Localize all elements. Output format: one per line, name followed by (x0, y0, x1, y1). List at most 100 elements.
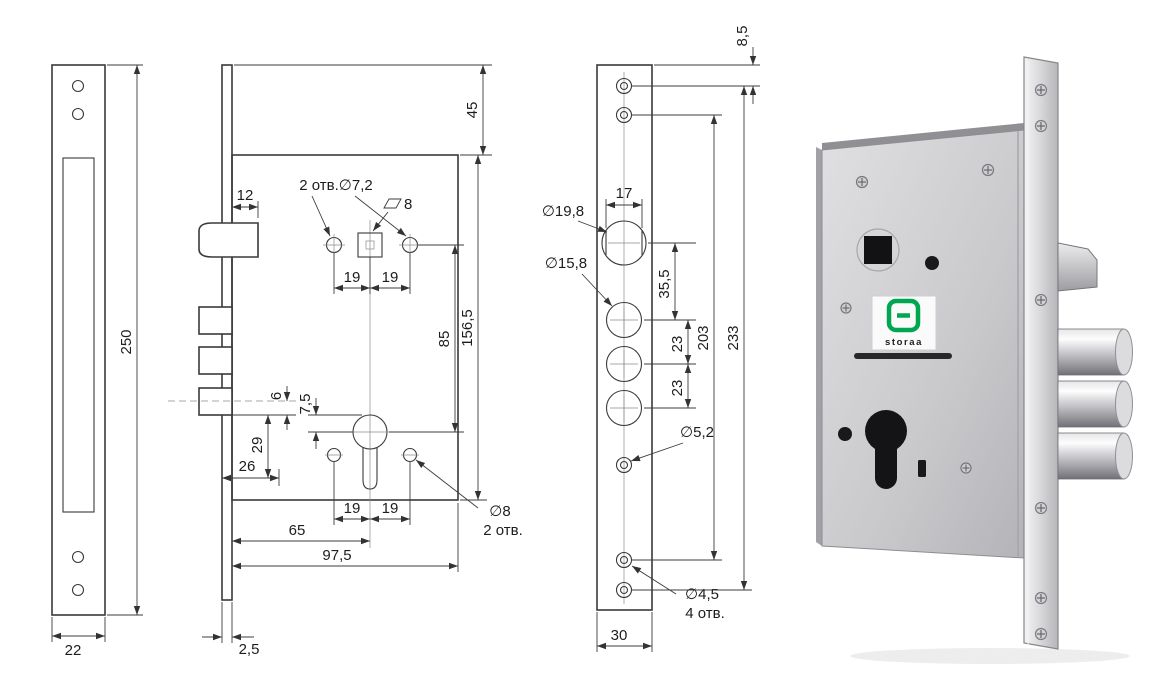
dim-top-pitch: 19 19 (333, 253, 411, 294)
hole-note-label: 4 отв. (685, 605, 725, 622)
photo-latch-bolt (1057, 242, 1098, 292)
dim-label: 19 (344, 500, 361, 517)
deadbolt-end (1115, 328, 1133, 376)
dim-bolt-pitch: 23 23 (644, 320, 696, 409)
deadbolt (198, 346, 233, 375)
deadbolt-cylinder (1057, 328, 1125, 376)
strike-screw-hole (71, 550, 85, 564)
dim-label: 12 (237, 187, 254, 204)
photo-faceplate (1023, 56, 1059, 650)
dim-label: 29 (249, 437, 266, 454)
dim-label: 23 (669, 380, 686, 397)
dim-latch-depth: 12 (231, 187, 259, 218)
bolt-hole (605, 345, 643, 383)
dim-label: 19 (382, 500, 399, 517)
dim-case-height: 156,5 (459, 155, 487, 501)
strike-slot (62, 157, 95, 513)
dim-label: 156,5 (459, 309, 476, 347)
body-slot-hole (918, 460, 926, 477)
dim-label: 22 (65, 642, 82, 659)
spindle-hole (864, 236, 892, 264)
faceplate-screws (1034, 83, 1048, 641)
note-bolt-hole-dia: ∅15,8 (545, 255, 613, 307)
dim-cylinder-offset: 7,5 (297, 394, 362, 449)
hole-note-label: ∅4,5 (685, 586, 719, 603)
dim-label: 65 (289, 522, 306, 539)
key-slot (854, 353, 952, 359)
dim-label: 8 (404, 196, 412, 213)
hole-note-label: ∅19,8 (542, 203, 584, 220)
dim-label: 23 (669, 336, 686, 353)
dim-label: 19 (344, 269, 361, 286)
dim-latch-to-bolt: 35,5 (644, 242, 696, 321)
screw-hole (615, 551, 633, 569)
body-top-face (822, 123, 1024, 150)
deadbolt-cylinder (1057, 380, 1125, 428)
dim-bolt-to-ref: 29 (249, 415, 272, 478)
badge-label (871, 295, 937, 351)
deadbolt-cylinder (1057, 432, 1125, 480)
latch-bolt (198, 222, 259, 258)
dim-top-offset: 45 (234, 64, 492, 156)
brand-badge: storaa (871, 295, 937, 351)
body-left-face (816, 147, 822, 546)
screw-hole (615, 581, 633, 599)
dim-label: 7,5 (297, 394, 314, 415)
note-screw-hole-dia: ∅5,2 (630, 424, 714, 462)
faceplate-front-view: 17 ∅19,8 ∅15,8 35,5 23 23 (542, 26, 760, 652)
dim-label: 85 (436, 331, 453, 348)
dim-backset: 65 (231, 505, 370, 547)
hole-note-label: ∅8 (489, 503, 510, 520)
deadbolt-end (1115, 380, 1133, 428)
dim-throw-depth: 26 (222, 458, 280, 486)
dim-hole-pitch: 233 (632, 85, 760, 591)
dim-edge-offset: 8,5 (654, 26, 760, 104)
dim-label: 17 (616, 185, 633, 202)
screw-hole (615, 106, 633, 124)
storaa-logo-icon (886, 298, 921, 333)
dim-faceplate-width: 30 (596, 612, 653, 652)
deadbolt (198, 387, 233, 416)
dim-latch-hole-width: 17 (605, 185, 643, 228)
dim-label: 19 (382, 269, 399, 286)
dim-label: 45 (464, 102, 481, 119)
note-top-holes: 2 отв.∅7,2 (299, 177, 407, 237)
note-latch-hole-dia: ∅19,8 (542, 203, 608, 233)
dim-label: 6 (268, 392, 285, 400)
lock-photo: storaa (816, 56, 1133, 664)
dim-screw-pitch: 203 (632, 114, 722, 561)
hole-note-label: ∅15,8 (545, 255, 587, 272)
dim-plate-thickness: 2,5 (202, 602, 259, 658)
deadbolt (198, 306, 233, 335)
cylinder-hole-slot (362, 447, 378, 490)
body-hole (838, 427, 852, 441)
screw-hole (615, 77, 633, 95)
deadbolt-end (1115, 432, 1133, 480)
strike-screw-hole (71, 79, 85, 93)
strike-screw-hole (71, 583, 85, 597)
dim-strike-height: 250 (107, 64, 143, 616)
dim-label: 8,5 (734, 26, 751, 47)
dim-bottom-pitch: 19 19 (333, 462, 411, 525)
screw-hole (615, 456, 633, 474)
dim-case-depth: 97,5 (232, 503, 459, 572)
dim-label: 250 (118, 329, 135, 354)
strike-plate-side-view: 250 22 (51, 64, 143, 659)
dim-spindle-to-cylinder: 85 (389, 244, 464, 433)
latch-hole (601, 220, 647, 266)
spindle-boss (856, 228, 900, 272)
dim-label: 26 (239, 458, 256, 475)
spindle-square-mark (365, 240, 375, 250)
hole-note-label: ∅5,2 (680, 424, 714, 441)
dim-label: 233 (725, 325, 742, 350)
brand-text: storaa (885, 337, 923, 348)
note-spindle-square: 8 (372, 196, 412, 232)
body-hole (925, 256, 939, 270)
lock-body-section-view: 12 2 отв.∅7,2 8 19 19 45 (168, 64, 523, 658)
dim-bolt-edge: 6 (232, 386, 296, 430)
dim-label: 203 (695, 325, 712, 350)
note-fixing-holes: ∅8 2 отв. (415, 459, 523, 539)
euro-cylinder-hole (865, 410, 907, 489)
